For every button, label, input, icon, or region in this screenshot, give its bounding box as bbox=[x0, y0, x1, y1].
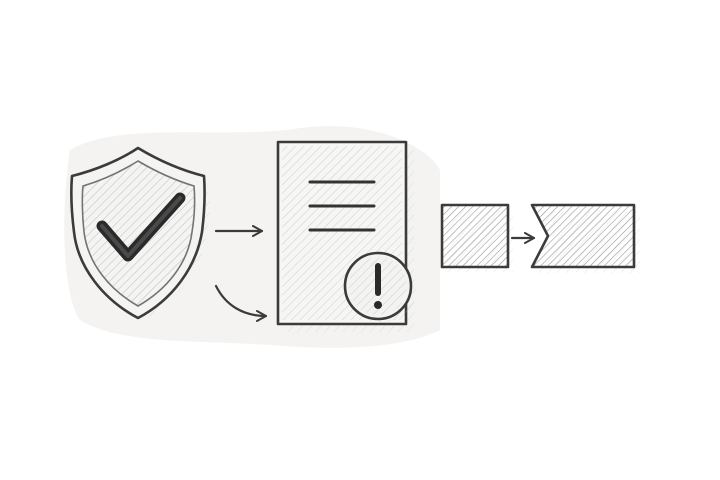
arrow-shield-to-document-curved bbox=[214, 284, 268, 322]
shield-check-icon bbox=[70, 146, 210, 320]
notched-hatched-block-right bbox=[530, 203, 640, 273]
hatched-block-left bbox=[440, 203, 513, 272]
exclamation-circle-icon bbox=[343, 251, 416, 324]
